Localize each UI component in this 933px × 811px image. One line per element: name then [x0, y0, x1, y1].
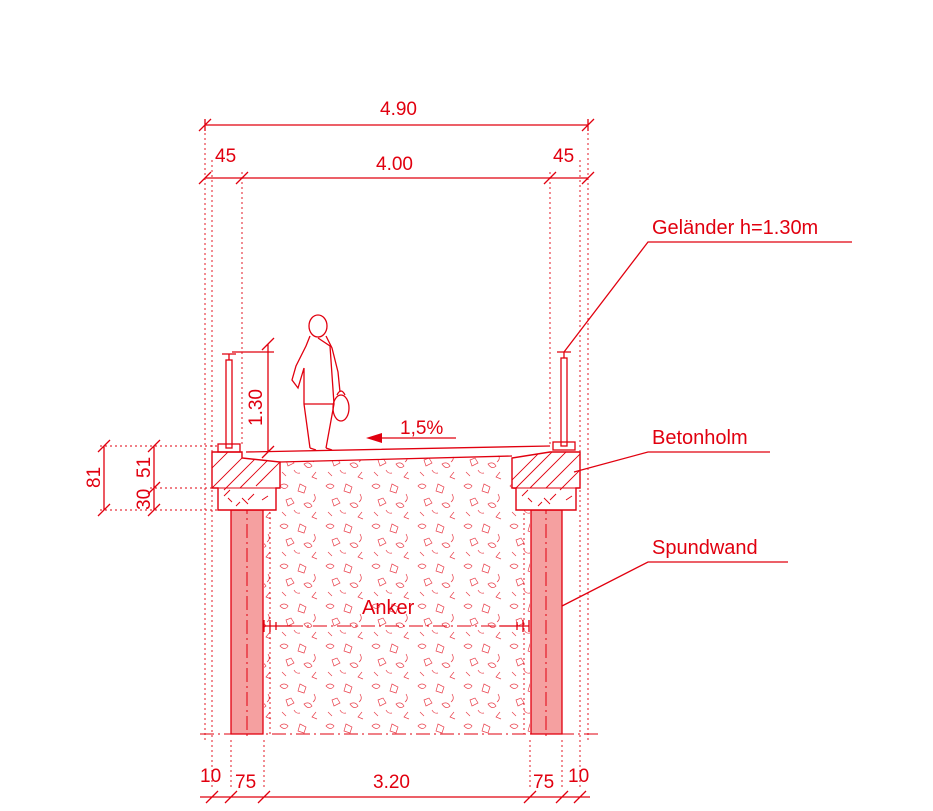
dimension-bottom-clear-label: 3.20 [373, 772, 410, 793]
dimension-bottom-left-outer-label: 10 [200, 766, 221, 787]
dimension-overall-width-label: 4.90 [380, 99, 417, 120]
railing-left [217, 353, 241, 453]
annotation-sheet-pile-label: Spundwand [652, 537, 758, 559]
dimension-beam-height: 81 51 30 [84, 439, 218, 517]
slope-value: 1,5% [400, 418, 443, 439]
dimension-bottom-left-wall-label: 75 [235, 772, 256, 793]
dimension-beam-total-label: 81 [84, 467, 105, 488]
dimension-railing-height-label: 1.30 [246, 389, 267, 426]
dimension-bottom-right-outer-label: 10 [568, 766, 589, 787]
annotation-railing: Geländer h=1.30m [563, 217, 852, 353]
dimension-overall-width: 4.90 [198, 99, 595, 132]
dimension-beam-upper-label: 51 [134, 457, 155, 478]
annotation-sheet-pile: Spundwand [561, 537, 788, 607]
dimension-beam-lower-label: 30 [134, 489, 155, 510]
dimension-edge-left-label: 45 [215, 146, 236, 167]
slope-indicator: 1,5% [366, 418, 456, 443]
sheet-pile-axes [246, 500, 547, 740]
dimension-inner-width-label: 4.00 [376, 154, 413, 175]
annotation-railing-label: Geländer h=1.30m [652, 217, 818, 239]
railing-right [552, 351, 576, 451]
soil-fill [264, 455, 530, 734]
dimension-railing-height: 1.30 [232, 337, 275, 459]
pedestrian-figure-icon [291, 314, 350, 451]
dimension-bottom-row: 10 75 3.20 75 10 [200, 766, 590, 804]
annotation-beam-label: Betonholm [652, 427, 748, 449]
deck-surface [245, 445, 551, 463]
dimension-inner-row: 45 4.00 45 [198, 146, 595, 185]
anchor [263, 620, 530, 632]
annotation-anchor-label: Anker [362, 597, 415, 619]
dimension-edge-right-label: 45 [553, 146, 574, 167]
dimension-bottom-right-wall-label: 75 [533, 772, 554, 793]
extension-lines [204, 128, 589, 790]
annotation-beam: Betonholm [573, 427, 770, 473]
